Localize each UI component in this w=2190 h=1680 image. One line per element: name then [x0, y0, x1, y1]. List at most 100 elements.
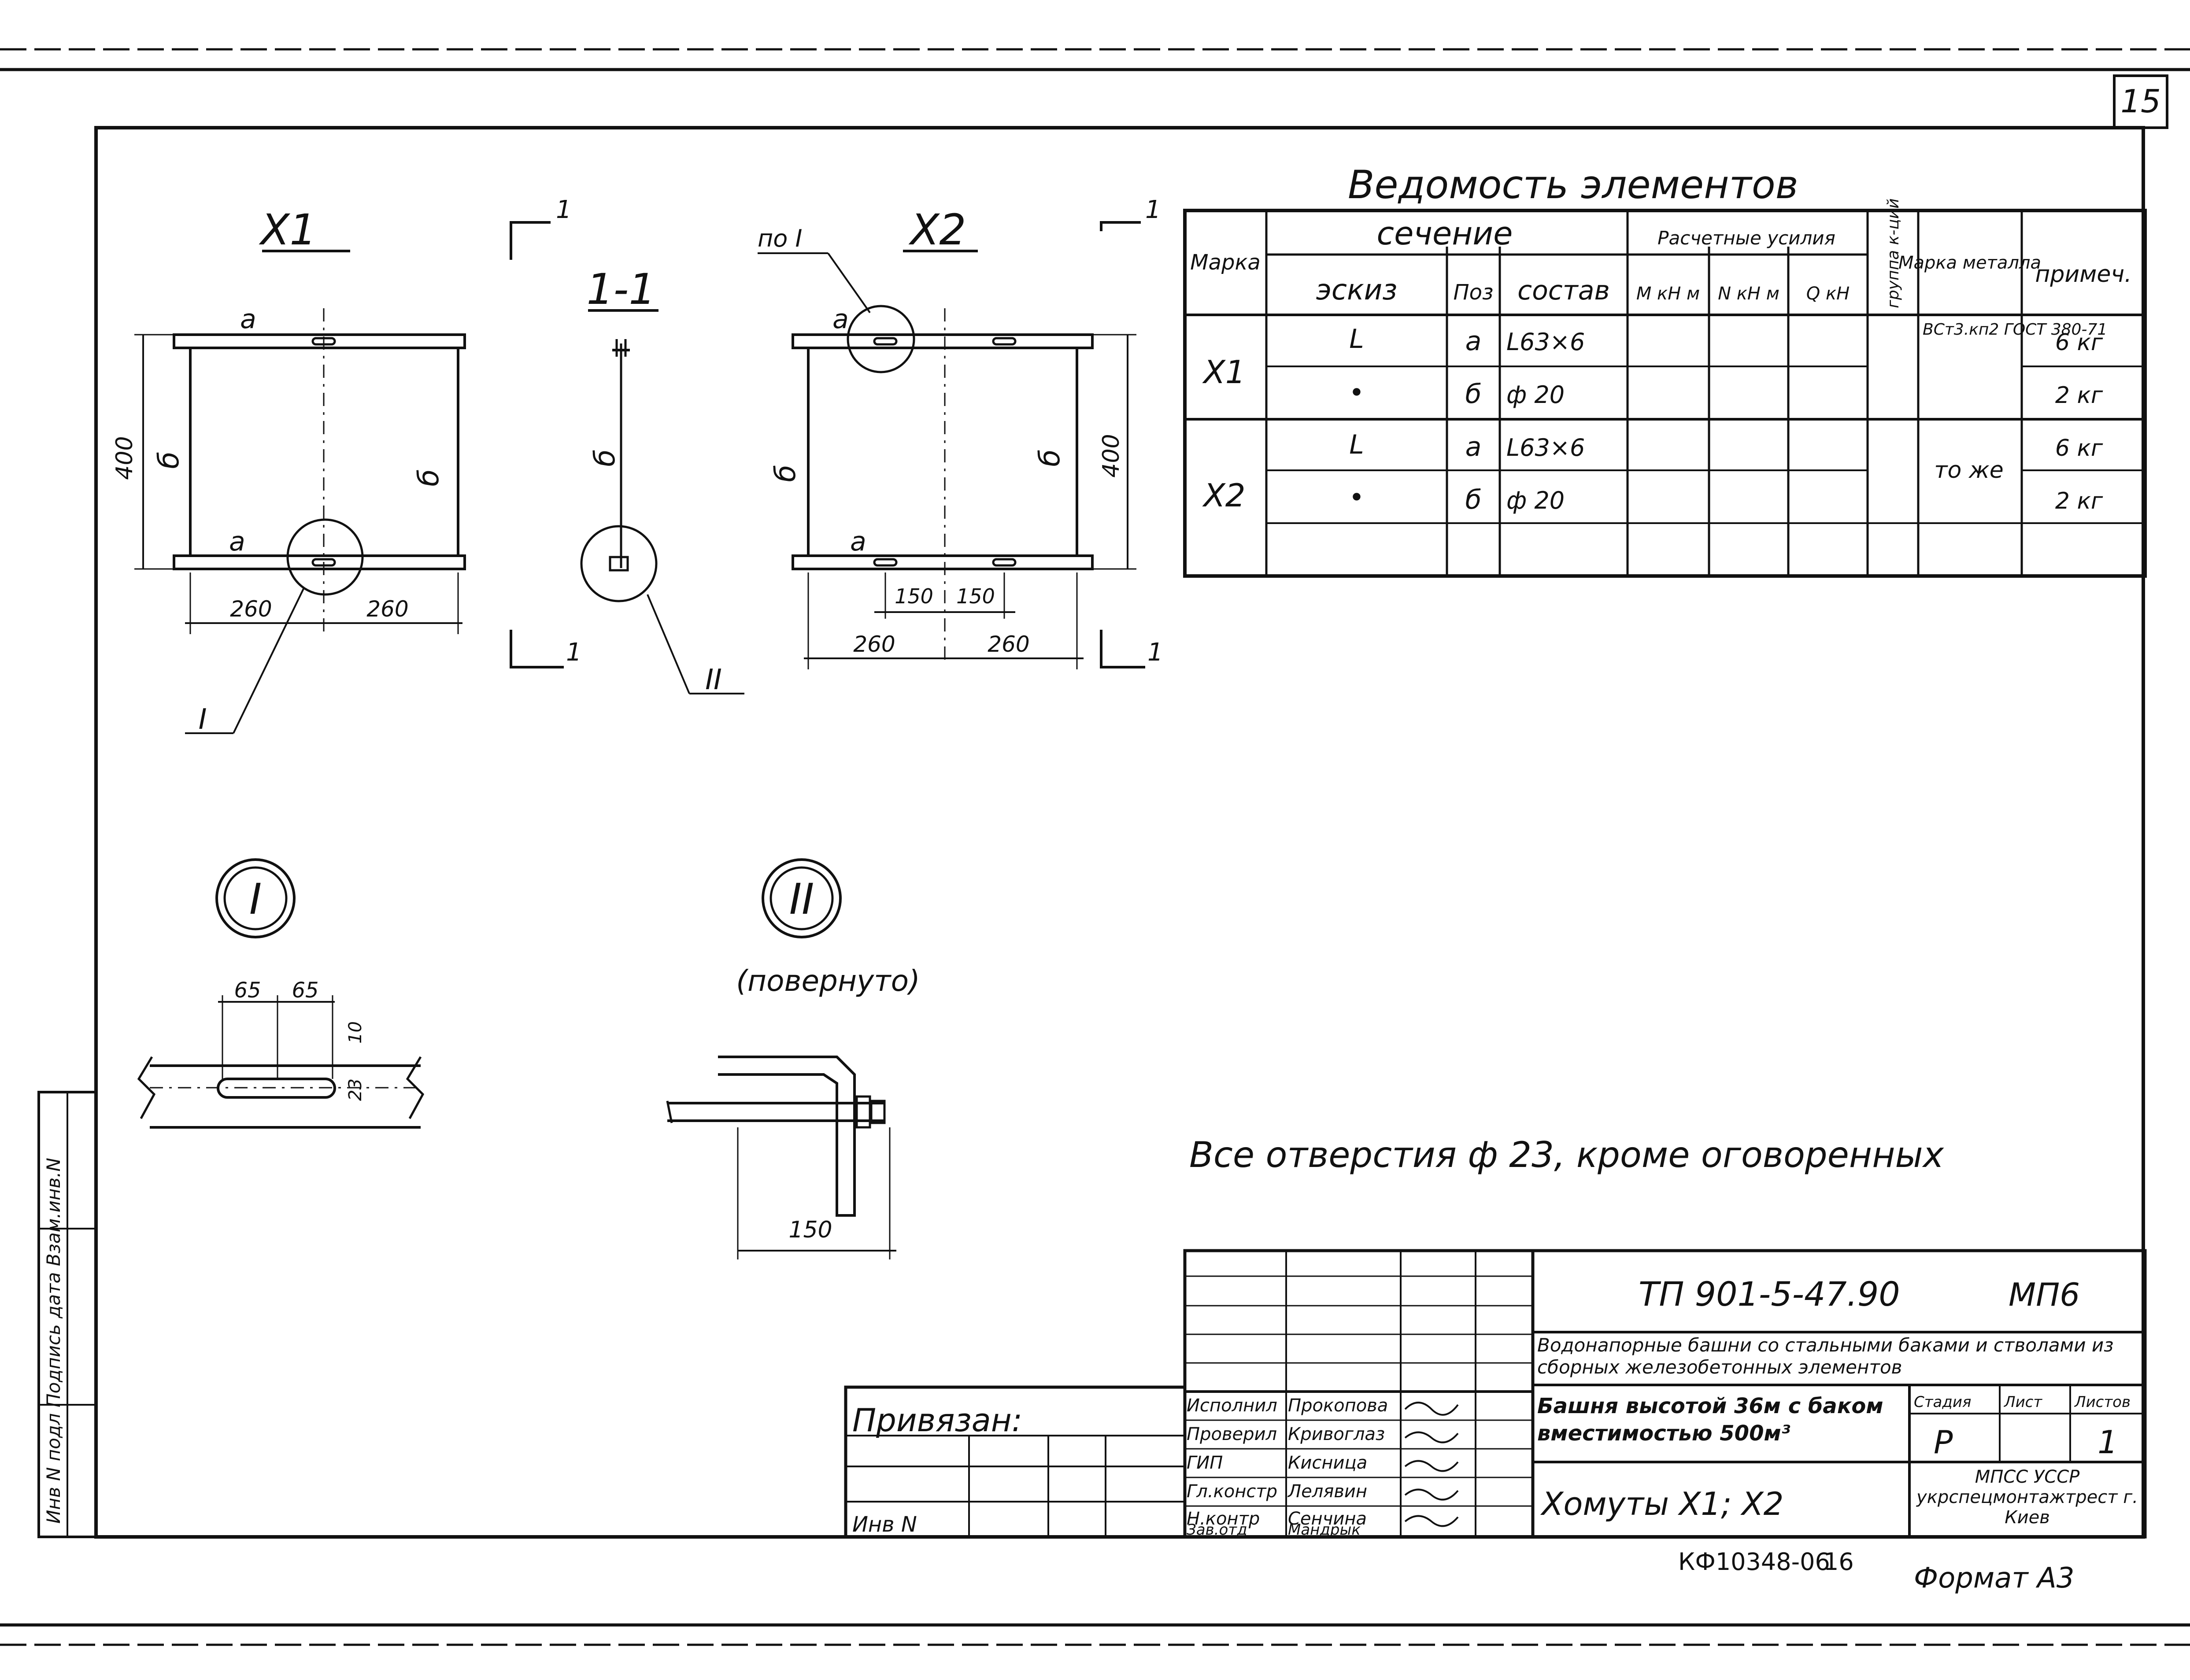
object-title: Башня высотой 36м с баком вместимостью 5… [1537, 1394, 1883, 1446]
project-title: Водонапорные башни со стальными баками и… [1537, 1334, 2114, 1378]
x2-dim-inner-left: 150 [895, 584, 933, 608]
svg-text:Проверил: Проверил [1187, 1424, 1277, 1444]
hdr-forces: Расчетные усилия [1657, 227, 1835, 249]
hdr-n: N кН м [1718, 284, 1779, 304]
hdr-sketch: эскиз [1316, 274, 1398, 306]
hdr-note: примеч. [2035, 261, 2131, 288]
hdr-pos: Поз [1454, 280, 1494, 305]
svg-text:L: L [1349, 324, 1364, 354]
svg-text:1: 1 [556, 196, 572, 224]
table-row: • б ф 20 2 кг [1349, 377, 2103, 410]
svg-text:Прокопова: Прокопова [1288, 1396, 1388, 1416]
node2-note: (повернуто) [736, 964, 920, 998]
svg-text:Н.контр: Н.контр [1187, 1509, 1260, 1529]
hdr-m: М кН м [1636, 284, 1700, 304]
x1-callout: I [199, 703, 207, 736]
svg-text:Лелявин: Лелявин [1287, 1481, 1367, 1502]
section-callout: II [705, 664, 722, 696]
stage-value: Р [1934, 1424, 1953, 1461]
format-label: Формат А3 [1914, 1562, 2075, 1595]
svg-text:2 кг: 2 кг [2055, 382, 2103, 409]
svg-text:Кривоглаз: Кривоглаз [1288, 1424, 1385, 1444]
hdr-group: группа к-ций [1884, 198, 1902, 308]
node1-dim-b: 65 [292, 978, 318, 1003]
node2-label: II [789, 875, 814, 924]
section-side: б [589, 449, 621, 466]
sheet-code: МП6 [2009, 1276, 2080, 1313]
x1-side-right: б [413, 469, 445, 486]
sheets-value: 1 [2098, 1424, 2118, 1461]
general-note: Все отверстия ф 23, кроме оговоренных [1189, 1134, 1945, 1175]
detail-node-1: I 65 65 10 23 [137, 858, 425, 1129]
svg-text:•: • [1349, 377, 1364, 408]
svg-text:ВСт3.кп2 ГОСТ 380-71: ВСт3.кп2 ГОСТ 380-71 [1923, 321, 2107, 339]
archive-page: 16 [1824, 1548, 1854, 1576]
section-title: 1-1 [587, 265, 656, 314]
svg-text:ф 20: ф 20 [1506, 487, 1565, 514]
svg-text:Гл.констр: Гл.констр [1187, 1481, 1277, 1502]
table-row: • б ф 20 2 кг [1349, 482, 2103, 515]
svg-text:то же: то же [1934, 457, 2003, 484]
linked-label: Привязан: [852, 1402, 1022, 1439]
element-schedule: Ведомость элементов Марка сечение эскиз … [1183, 162, 2147, 578]
svg-text:б: б [1465, 379, 1481, 410]
drawing-frame [94, 126, 2145, 1539]
x1-bottom-label: а [229, 526, 245, 557]
node1-dim-a: 65 [234, 978, 261, 1003]
svg-text:а: а [1465, 326, 1482, 357]
svg-text:L63×6: L63×6 [1506, 434, 1585, 462]
hdr-mark: Марка [1190, 250, 1261, 275]
svg-text:1: 1 [1145, 196, 1161, 224]
sheets-label: Листов [2074, 1393, 2131, 1411]
sheet-label: Лист [2003, 1393, 2042, 1411]
svg-text:Кисница: Кисница [1288, 1453, 1367, 1473]
svg-text:1: 1 [566, 638, 582, 667]
side-stamp: Инв N подл Подпись дата Взам.инв.N [37, 1091, 97, 1538]
x2-dim-left: 260 [853, 631, 895, 657]
svg-text:X2: X2 [1202, 477, 1245, 514]
node1-dim-d: 23 [345, 1078, 366, 1101]
node2-dim: 150 [788, 1217, 832, 1243]
object-title-box: Башня высотой 36м с баком вместимостью 5… [1537, 1394, 1883, 1446]
x2-bottom-label: а [850, 526, 866, 557]
x1-top-label: а [240, 304, 256, 335]
schedule-title: Ведомость элементов [1348, 162, 1798, 207]
x2-dim-right: 260 [988, 631, 1029, 657]
side-stamp-text: Инв N подл Подпись дата Взам.инв.N [43, 1158, 64, 1524]
view-x2: X2 по I а а б б 400 150 150 260 260 [758, 205, 1136, 669]
x2-top-label: а [832, 304, 849, 335]
svg-text:•: • [1349, 482, 1364, 513]
svg-text:L63×6: L63×6 [1506, 328, 1585, 356]
x2-node-ref: по I [758, 225, 802, 252]
hdr-section: сечение [1377, 215, 1513, 252]
x1-height-dim: 400 [111, 436, 138, 480]
x2-dim-inner-right: 150 [956, 584, 995, 608]
x1-side-left: б [153, 451, 185, 469]
svg-text:1: 1 [1147, 638, 1163, 667]
title-block: Исполнил Прокопова Проверил Кривоглаз ГИ… [844, 1249, 2147, 1539]
view-section-1-1: 1-1 б II [580, 265, 744, 696]
stage-label: Стадия [1914, 1393, 1971, 1411]
view-x1: X1 400 а а б б 260 260 I [111, 205, 466, 736]
archive-code: КФ10348-06 [1678, 1548, 1830, 1576]
org-box: МПСС УССР укрспецмонтажтрест г. Киев [1916, 1467, 2138, 1528]
node1-dim-c: 10 [345, 1021, 366, 1044]
svg-text:2 кг: 2 кг [2055, 488, 2103, 514]
svg-text:Зав.отд: Зав.отд [1187, 1521, 1247, 1539]
table-row: X1 L а L63×6 ВСт3.кп2 ГОСТ 380-71 6 кг [1202, 321, 2107, 391]
svg-text:Исполнил: Исполнил [1187, 1396, 1277, 1416]
svg-text:ГИП: ГИП [1187, 1453, 1223, 1473]
x1-dim-right: 260 [366, 596, 408, 622]
svg-text:а: а [1465, 432, 1482, 462]
hdr-q: Q кН [1806, 284, 1850, 304]
x2-side-left: б [769, 465, 802, 482]
svg-text:ф 20: ф 20 [1506, 381, 1565, 409]
svg-text:Мандрык: Мандрык [1288, 1521, 1361, 1539]
signature-list: Исполнил Прокопова Проверил Кривоглаз ГИ… [1187, 1396, 1459, 1539]
sheet-number-box [2113, 74, 2168, 129]
table-row: X2 L а L63×6 то же 6 кг [1202, 429, 2103, 514]
x2-side-right: б [1034, 449, 1066, 466]
svg-text:X1: X1 [1202, 354, 1245, 391]
svg-text:Сенчина: Сенчина [1288, 1509, 1367, 1529]
